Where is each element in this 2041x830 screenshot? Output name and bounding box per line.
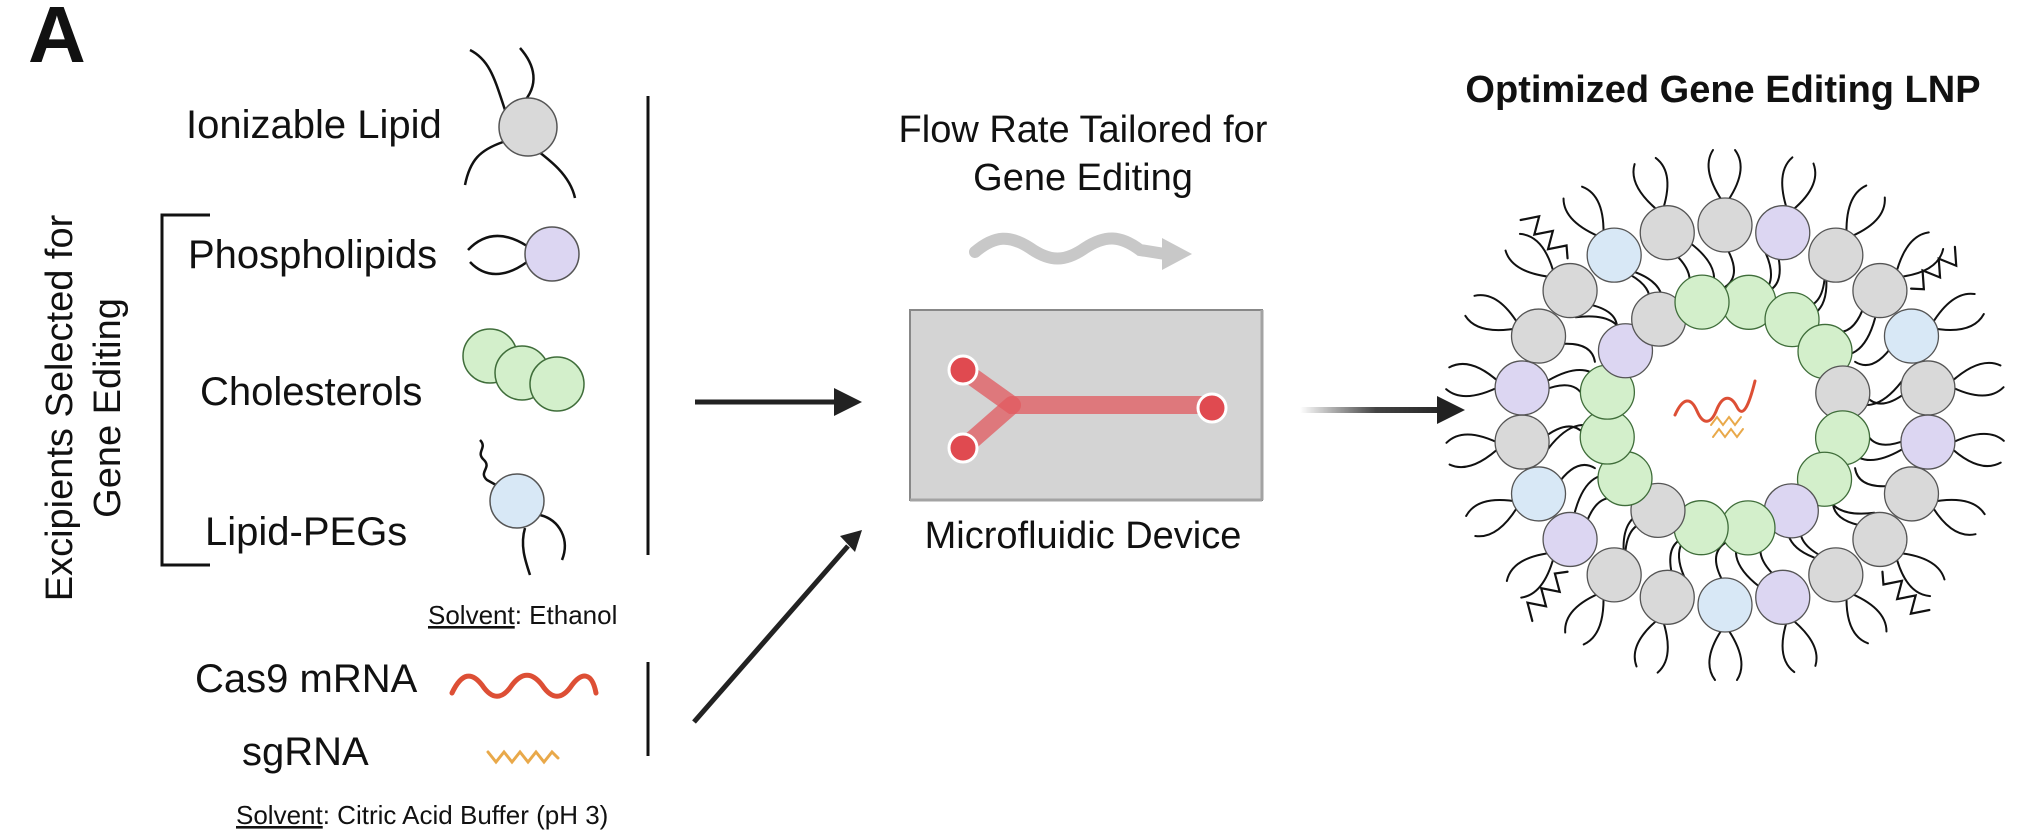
solvent-buffer-key: Solvent xyxy=(236,800,323,830)
flow-rate-line1: Flow Rate Tailored for xyxy=(899,109,1268,151)
lipid-tail xyxy=(1448,362,1504,387)
sgrna-wave-icon xyxy=(486,749,560,765)
lipid-head xyxy=(1883,308,1940,364)
lipid-tail xyxy=(1928,501,1977,536)
lipid-head xyxy=(1755,569,1811,625)
label-cholesterols: Cholesterols xyxy=(200,370,422,414)
lipid-head xyxy=(1852,262,1908,319)
lipid-head xyxy=(1900,414,1956,470)
cas9-mrna-wave-icon xyxy=(449,672,599,699)
lipid-peg-icon xyxy=(479,439,567,576)
solvent-ethanol: Solvent: Ethanol xyxy=(428,600,617,630)
lipid-tail xyxy=(1845,590,1888,633)
lipid-tail xyxy=(1894,248,1945,279)
lipid-head xyxy=(1697,197,1753,253)
lipid-tail xyxy=(1707,149,1726,206)
lipid-head xyxy=(1755,205,1811,261)
lipid-tail xyxy=(1928,292,1976,329)
lipid-head xyxy=(1542,262,1598,319)
lipid-tail xyxy=(1505,551,1556,582)
ionizable-lipid-icon xyxy=(463,47,577,199)
lipid-head xyxy=(1808,547,1864,603)
flow-arrow-icon xyxy=(969,232,1192,270)
lipid-head xyxy=(1586,227,1642,283)
lipid-head xyxy=(1852,511,1908,568)
excipients-bracket xyxy=(160,213,210,567)
lipid-tail xyxy=(1525,570,1569,623)
lipid-tail xyxy=(1445,433,1504,446)
solvent-ethanol-key: Solvent xyxy=(428,600,515,630)
lipid-tail xyxy=(1946,361,2002,387)
lipid-head xyxy=(1639,205,1695,261)
side-label-line2: Gene Editing xyxy=(87,298,129,518)
lipid-tail xyxy=(1712,427,1744,439)
solvent-buffer-value: : Citric Acid Buffer (pH 3) xyxy=(323,800,609,830)
lipid-head xyxy=(1542,511,1598,568)
flow-rate-line2: Gene Editing xyxy=(973,157,1193,199)
arrow-device-to-lnp xyxy=(1300,396,1465,424)
lipid-tail xyxy=(1632,163,1663,215)
side-label-line1: Excipients Selected for xyxy=(39,214,81,601)
lipid-tail xyxy=(1881,570,1931,616)
lipid-tail xyxy=(1708,624,1726,681)
side-label: Excipients Selected for Gene Editing xyxy=(39,214,129,601)
lipid-tail xyxy=(1445,384,1504,398)
label-phospholipids: Phospholipids xyxy=(188,233,437,277)
microfluidic-device-icon xyxy=(909,309,1264,502)
lipid-tail xyxy=(1448,443,1504,469)
lipid-tail xyxy=(1474,501,1522,538)
lipid-head xyxy=(1900,360,1956,416)
lipid-tail xyxy=(1724,149,1742,206)
panel-letter: A xyxy=(28,0,86,79)
label-sgrna: sgRNA xyxy=(242,730,369,774)
lipid-tail xyxy=(1473,294,1522,329)
lipid-tail xyxy=(1787,162,1817,215)
lipid-head xyxy=(1510,308,1567,364)
lipid-head xyxy=(1494,360,1550,416)
label-ionizable-lipid: Ionizable Lipid xyxy=(186,103,442,147)
lipid-head xyxy=(1808,227,1864,283)
lipid-tail xyxy=(1464,314,1522,332)
solvent-buffer: Solvent: Citric Acid Buffer (pH 3) xyxy=(236,800,608,830)
lipid-tail xyxy=(1724,624,1743,681)
phospholipid-icon xyxy=(467,226,580,282)
lipid-head xyxy=(1697,577,1753,633)
lipid-head xyxy=(1883,466,1940,522)
arrow-lipids-to-device xyxy=(695,388,862,416)
lipid-tail xyxy=(1710,415,1742,427)
lipid-tail xyxy=(1946,443,2002,468)
lipid-tail xyxy=(1519,214,1569,260)
lipid-tail xyxy=(1946,384,2005,397)
label-cas9-mrna: Cas9 mRNA xyxy=(195,657,418,701)
arrow-rna-to-device xyxy=(692,530,862,724)
lipid-tail xyxy=(1909,245,1958,291)
solvent-ethanol-value: : Ethanol xyxy=(515,600,618,630)
lipid-head xyxy=(1494,414,1550,470)
device-label: Microfluidic Device xyxy=(925,515,1242,557)
lipid-head xyxy=(1674,274,1730,330)
lipid-tail xyxy=(1845,196,1886,240)
lipid-tail xyxy=(1562,197,1605,240)
cholesterol-icon xyxy=(462,328,585,412)
lipid-tail xyxy=(1928,498,1986,516)
lipid-head xyxy=(1720,500,1776,556)
lipid-head xyxy=(1639,569,1695,625)
lipid-tail xyxy=(1787,615,1818,667)
lnp-title: Optimized Gene Editing LNP xyxy=(1465,69,1980,111)
lipid-tail xyxy=(1946,432,2005,446)
lipid-tail xyxy=(1673,379,1757,423)
lnp-particle-icon xyxy=(1445,149,2005,681)
lipid-head xyxy=(1586,547,1642,603)
label-lipid-pegs: Lipid-PEGs xyxy=(205,510,407,554)
lipid-tail xyxy=(1564,590,1605,634)
lipid-tail xyxy=(1633,615,1663,668)
lipid-head xyxy=(1510,466,1567,522)
